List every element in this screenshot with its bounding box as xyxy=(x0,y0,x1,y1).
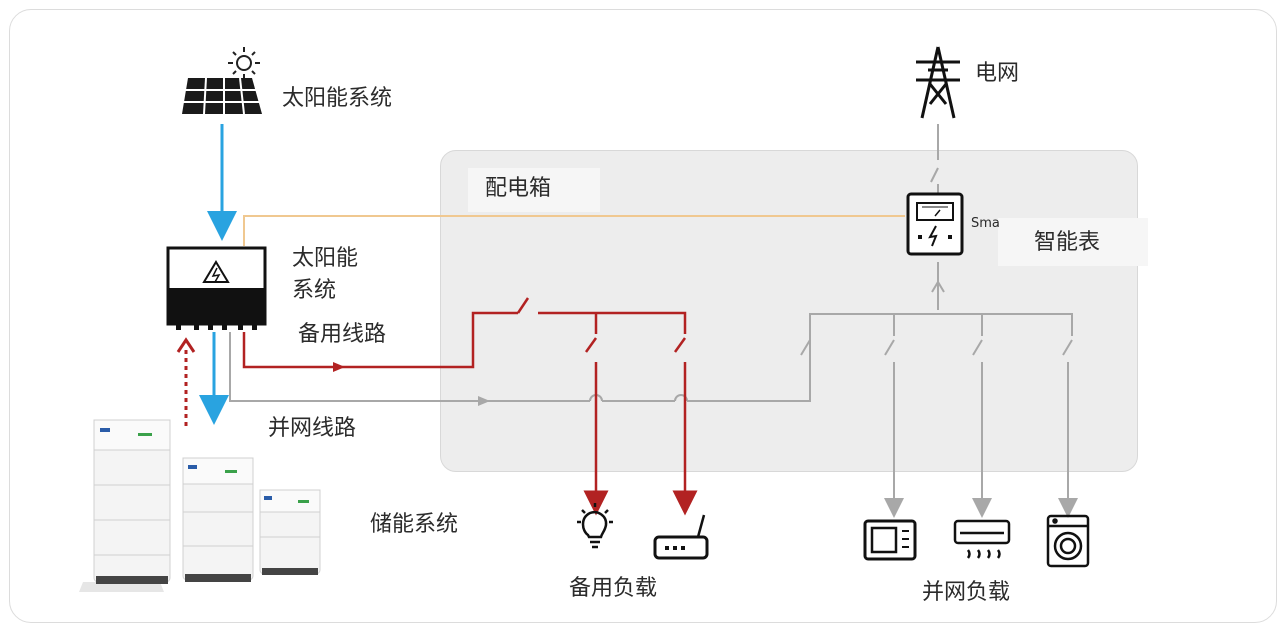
grid-line-label: 并网线路 xyxy=(268,416,357,441)
battery-cabinet-icon xyxy=(79,419,321,592)
router-icon xyxy=(653,514,709,560)
pylon-icon xyxy=(916,46,960,119)
inverter-label-line2: 系统 xyxy=(292,278,337,303)
air-conditioner-icon xyxy=(953,519,1011,559)
smart-meter-label: 智能表 xyxy=(1034,230,1101,255)
solar-panel-icon xyxy=(182,77,262,115)
inverter-icon xyxy=(166,246,267,330)
distribution-box-label-bg xyxy=(468,168,600,212)
smart-meter-label-bg xyxy=(998,218,1148,266)
smart-meter-partial-label: Sma xyxy=(971,216,1000,231)
distribution-box-label: 配电箱 xyxy=(485,176,552,201)
grid-label: 电网 xyxy=(975,61,1020,86)
backup-load-label: 备用负载 xyxy=(569,576,658,601)
meter-icon xyxy=(906,192,964,256)
microwave-icon xyxy=(863,519,917,561)
storage-label: 储能系统 xyxy=(370,512,459,537)
inverter-label-line1: 太阳能 xyxy=(292,246,359,271)
solar-system-label: 太阳能系统 xyxy=(282,86,393,111)
backup-line-label: 备用线路 xyxy=(298,322,387,347)
bulb-icon xyxy=(577,503,613,549)
washing-machine-icon xyxy=(1046,514,1090,568)
grid-load-label: 并网负载 xyxy=(922,580,1011,605)
sun-icon xyxy=(228,47,260,79)
